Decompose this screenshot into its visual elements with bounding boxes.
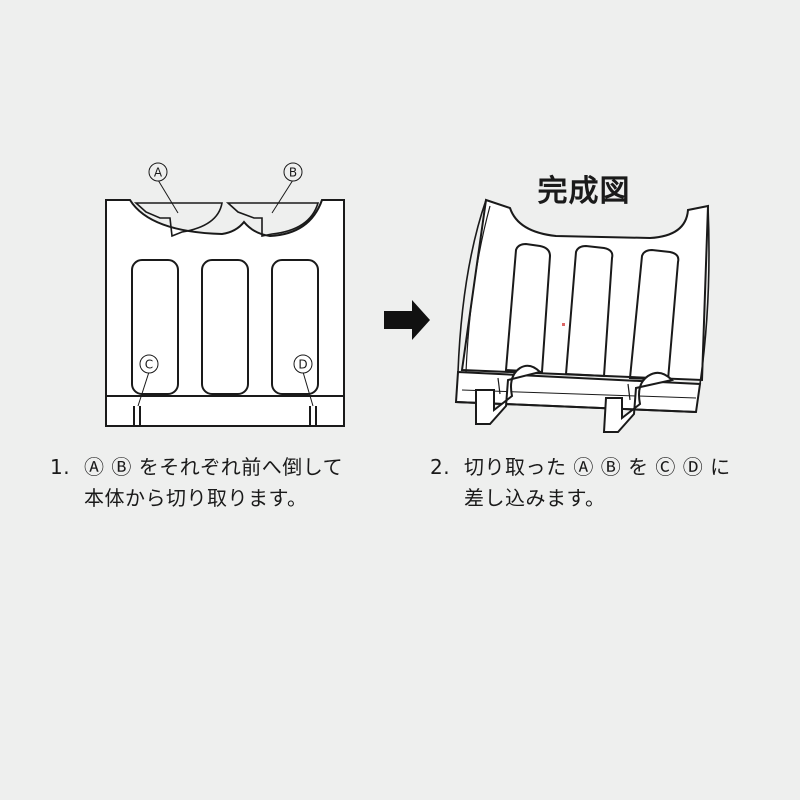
tab-a	[133, 202, 223, 238]
marker-a-label: A	[154, 166, 163, 180]
marker-b-label: B	[289, 166, 297, 180]
stand-window-middle	[564, 244, 614, 378]
assembled-stand	[454, 198, 710, 433]
stand-slot-left	[497, 377, 501, 395]
template-window-left	[131, 259, 179, 395]
template-window-right	[271, 259, 319, 395]
right-arrow-icon	[384, 300, 430, 340]
tiny-mark	[562, 323, 565, 326]
template-window-middle	[201, 259, 249, 395]
step-1-instruction: 1. Ⓐ Ⓑ をそれぞれ前へ倒して 本体から切り取ります。	[50, 452, 343, 514]
marker-c: C	[139, 354, 159, 374]
stand-slot-right	[627, 383, 631, 401]
step-1-number: 1.	[50, 455, 71, 479]
step-2-instruction: 2. 切り取った Ⓐ Ⓑ を Ⓒ Ⓓ に 差し込みます。	[430, 452, 731, 514]
leader-d	[302, 371, 314, 407]
stand-right-side	[699, 205, 710, 385]
marker-d-label: D	[298, 358, 307, 372]
marker-c-label: C	[145, 358, 153, 372]
step-1-line-2: 本体から切り取ります。	[84, 486, 308, 510]
tab-b	[225, 202, 320, 237]
template-body	[105, 199, 345, 427]
step-2-line-2: 差し込みます。	[464, 486, 606, 510]
marker-d: D	[293, 354, 313, 374]
step-2-number: 2.	[430, 455, 451, 479]
stand-base-inner-line	[461, 389, 697, 399]
support-leg-right	[602, 371, 674, 433]
marker-b: B	[283, 162, 303, 182]
stand-window-left	[504, 242, 552, 374]
support-leg-left	[475, 364, 542, 425]
leader-c	[137, 371, 150, 407]
flat-template	[105, 179, 345, 427]
leader-b	[271, 179, 294, 214]
stand-left-side-inner	[465, 205, 491, 373]
stand-window-right	[628, 248, 680, 382]
step-1-line-1: Ⓐ Ⓑ をそれぞれ前へ倒して	[84, 455, 344, 479]
step-2-line-1: 切り取った Ⓐ Ⓑ を Ⓒ Ⓓ に	[464, 455, 731, 479]
leader-a	[157, 179, 179, 214]
marker-a: A	[148, 162, 168, 182]
stand-left-side	[457, 199, 487, 373]
stand-base-front	[455, 401, 697, 413]
diagram-title: 完成図	[537, 174, 631, 209]
